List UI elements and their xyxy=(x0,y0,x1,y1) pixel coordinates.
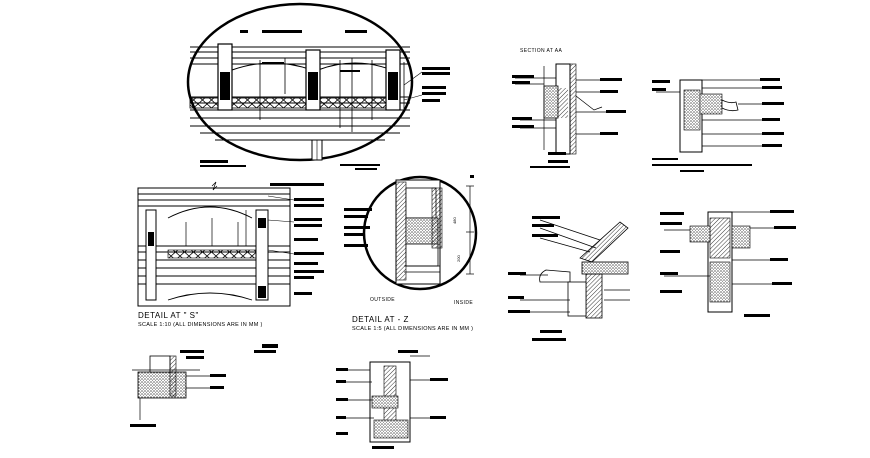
svg-text:200: 200 xyxy=(456,255,461,262)
detail-z-circle: 480 200 xyxy=(344,175,478,291)
detail-z-scale: SCALE 1:5 (ALL DIMENSIONS ARE IN MM ) xyxy=(352,326,474,332)
outside-label: OUTSIDE xyxy=(370,297,396,303)
section-top-right xyxy=(652,78,784,172)
section-bottom-left xyxy=(130,344,278,427)
section-aa-title: SECTION AT AA xyxy=(520,48,563,54)
section-aa-detail xyxy=(512,63,626,168)
svg-text:480: 480 xyxy=(452,217,457,224)
detail-s-elevation xyxy=(137,181,324,307)
detail-z-title: DETAIL AT - Z xyxy=(352,315,409,324)
inside-label: INSIDE xyxy=(454,300,474,306)
oval-elevation-detail xyxy=(186,2,450,170)
section-bottom-center xyxy=(336,350,448,449)
detail-s-scale: SCALE 1:10 (ALL DIMENSIONS ARE IN MM ) xyxy=(138,322,263,328)
section-far-right xyxy=(660,210,796,317)
section-middle-right xyxy=(508,216,630,341)
detail-s-title: DETAIL AT " S" xyxy=(138,311,199,320)
